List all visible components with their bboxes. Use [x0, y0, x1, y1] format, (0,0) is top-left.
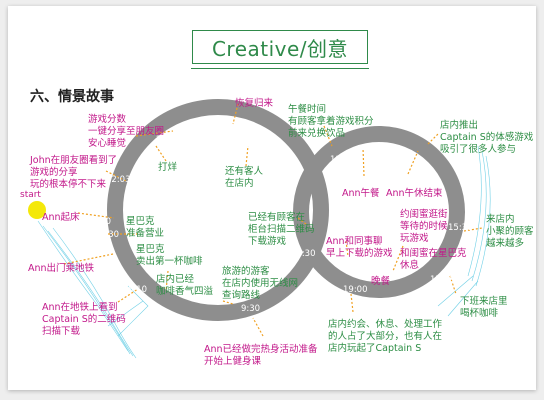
ann-colleague-label: Ann和同事聊 早上下载的游戏 [326, 236, 393, 259]
ann-lunch-end-label: Ann午休结束 [386, 188, 443, 199]
decorative-sketch-right [437, 145, 491, 317]
ann-subway-label: Ann出门乘地铁 [28, 263, 95, 274]
still-guests-label: 还有客人 在店内 [225, 166, 264, 189]
dinner-label: 晚餐 [371, 276, 391, 287]
leader-lines [63, 103, 483, 337]
ann-done-label: Ann已经做完热身活动准备 开始上健身课 [204, 344, 318, 367]
daka-label: 打烊 [158, 162, 178, 173]
time-label: 8:10 [128, 285, 148, 295]
time-label: 12:03 [106, 175, 131, 185]
start-label: start [20, 190, 41, 200]
slide-canvas: Creative/创意 六、情景故事 start 7:00 7:30 8:10 … [8, 6, 536, 390]
lunch-time-label: 午餐时间 有顾客拿着游戏积分 前来兑换饮品 [288, 104, 374, 139]
decorative-sketch-left [37, 220, 149, 359]
left-loop-ring [107, 99, 329, 321]
starbucks-first-coffee-label: 星巴克 卖出第一杯咖啡 [136, 244, 203, 267]
right-loop-ring [293, 126, 465, 298]
store-launch-label: 店内推出 Captain S的体感游戏 吸引了很多人参与 [440, 120, 534, 155]
page-title: Creative/创意 [211, 36, 349, 61]
time-label: 17:00 [430, 275, 455, 285]
ann-sister-rest-label: 和闺蜜在星巴克 休息 [400, 248, 467, 271]
more-kids-label: 来店内 小聚的顾客 越来越多 [486, 214, 534, 249]
ann-wakes-label: Ann起床 [42, 212, 80, 223]
afternoon-talk-label: 店内约会、休息、处理工作 的人占了大部分，也有人在 店内玩起了Captain S [328, 319, 443, 354]
starbucks-open-label: 星巴克 准备营业 [126, 216, 165, 239]
time-label: 10:30 [291, 249, 316, 259]
ann-qr-label: Ann在地铁上看到 Captain S的二维码 扫描下载 [42, 302, 126, 337]
tourists-label: 旅游的游客 在店内使用无线网 查询路线 [222, 266, 299, 301]
section-subtitle: 六、情景故事 [30, 89, 114, 105]
home-label: 恢复归来 [235, 98, 274, 109]
time-label: 22:00 [156, 135, 181, 145]
john-friend-label: John在朋友圈看到了 游戏的分享 玩的根本停不下来 [30, 155, 118, 190]
time-label: 7:30 [100, 230, 120, 240]
time-label: 21:00 [238, 127, 263, 137]
time-label: 15:30 [448, 223, 473, 233]
coffee-aroma-label: 店内已经 咖啡香气四溢 [156, 274, 214, 297]
time-label: 11:30 [330, 155, 355, 165]
time-label: 7:00 [92, 217, 112, 227]
time-label: 9:30 [241, 304, 261, 314]
start-marker-dot [28, 201, 46, 219]
after-work-label: 下班来店里 喝杯咖啡 [460, 296, 508, 319]
sister-game-label: 约闺蜜逛街 等待的时候 玩游戏 [400, 209, 448, 244]
title-box: Creative/创意 [191, 30, 369, 69]
ann-lunch-label: Ann午餐 [342, 188, 380, 199]
time-label: 19:00 [343, 285, 368, 295]
diagram-graphics [37, 99, 491, 359]
scan-download-label: 已经有顾客在 柜台扫描二维码 下载游戏 [248, 212, 315, 247]
game-points-label: 游戏分数 一键分享至朋友圈 安心睡觉 [88, 114, 165, 149]
